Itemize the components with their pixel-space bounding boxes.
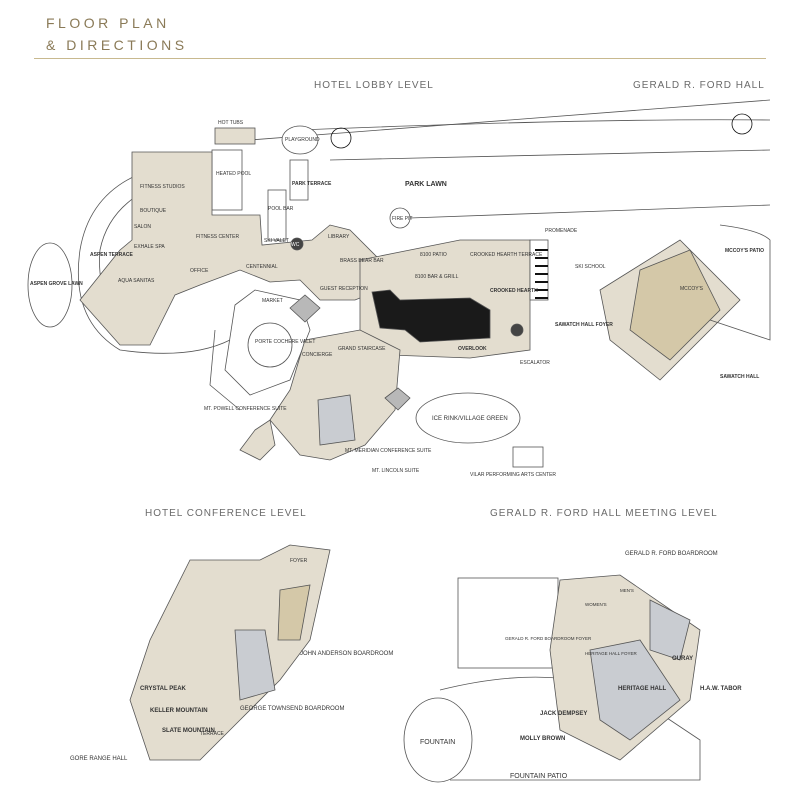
ford-meeting-level-plan (403, 574, 701, 783)
label-molly-brown: MOLLY BROWN (520, 736, 565, 742)
label-conference-foyer: FOYER (290, 558, 308, 564)
lobby-level-plan (27, 99, 771, 468)
label-guest-reception: GUEST RECEPTION (320, 286, 368, 292)
label-pool-bar: POOL BAR (268, 206, 294, 212)
label-hot-tubs: HOT TUBS (218, 120, 244, 126)
label-concierge: CONCIERGE (302, 352, 333, 358)
label-crooked-hearth: CROOKED HEARTH (490, 288, 538, 294)
label-aspen-terrace: ASPEN TERRACE (90, 252, 133, 258)
label-office: OFFICE (190, 268, 209, 274)
label-salon: SALON (134, 224, 151, 230)
label-promenade: PROMENADE (545, 228, 578, 234)
label-ice-rink: ICE RINK/VILLAGE GREEN (432, 416, 508, 422)
label-slate-mountain: SLATE MOUNTAIN (162, 728, 215, 734)
label-sawatch-hall: SAWATCH HALL (720, 374, 759, 380)
label-mccoys-patio: MCCOY'S PATIO (725, 248, 764, 254)
label-fitness-center: FITNESS CENTER (196, 234, 239, 240)
label-escalator: ESCALATOR (520, 360, 550, 366)
label-heritage-hall: HERITAGE HALL (618, 686, 667, 692)
label-fire-pit: FIRE PIT (392, 216, 413, 222)
section-ford-hall: GERALD R. FORD HALL (633, 80, 765, 91)
label-mccoys: MCCOY'S (680, 286, 704, 292)
label-park-terrace: PARK TERRACE (292, 181, 332, 187)
label-john-anderson: JOHN ANDERSON BOARDROOM (300, 651, 393, 657)
label-8100-bar-grill: 8100 BAR & GRILL (415, 274, 459, 280)
ford-meeting-level-labels: GERALD R. FORD BOARDROOM GERALD R. FORD … (420, 551, 742, 780)
section-ford-meeting-level: GERALD R. FORD HALL MEETING LEVEL (490, 508, 718, 519)
label-heritage-hall-foyer: HERITAGE HALL FOYER (585, 651, 638, 656)
label-crooked-hearth-terrace: CROOKED HEARTH TERRACE (470, 252, 543, 258)
label-boutique: BOUTIQUE (140, 208, 167, 214)
label-mt-lincoln: MT. LINCOLN SUITE (372, 468, 420, 474)
label-aqua-sanitas: AQUA SANITAS (118, 278, 155, 284)
conference-level-labels: CRYSTAL PEAK KELLER MOUNTAIN SLATE MOUNT… (70, 558, 393, 762)
section-lobby-level: HOTEL LOBBY LEVEL (314, 80, 434, 91)
label-grand-staircase: GRAND STAIRCASE (338, 346, 386, 352)
label-mt-meridian: MT. MERIDIAN CONFERENCE SUITE (345, 448, 432, 454)
label-womens: WOMEN'S (585, 602, 607, 607)
label-george-townsend: GEORGE TOWNSEND BOARDROOM (240, 706, 344, 712)
label-exhale-spa: EXHALE SPA (134, 244, 165, 250)
label-haw-tabor: H.A.W. TABOR (700, 686, 742, 692)
label-playground: PLAYGROUND (285, 137, 320, 143)
label-library: LIBRARY (328, 234, 350, 240)
title-line-2: & DIRECTIONS (46, 37, 188, 53)
label-mt-powell: MT. POWELL CONFERENCE SUITE (204, 406, 287, 412)
label-crystal-peak: CRYSTAL PEAK (140, 686, 187, 692)
conference-level-plan (129, 544, 331, 761)
label-8100-patio: 8100 PATIO (420, 252, 447, 258)
label-porte-cochere-valet: PORTE COCHERE VALET (255, 339, 315, 345)
label-fountain: FOUNTAIN (420, 739, 455, 746)
label-ouray: OURAY (672, 656, 693, 662)
label-aspen-grove-lawn: ASPEN GROVE LAWN (30, 281, 83, 287)
label-sawatch-hall-foyer: SAWATCH HALL FOYER (555, 322, 613, 328)
label-vilar-center: VILAR PERFORMING ARTS CENTER (470, 472, 556, 478)
label-centennial: CENTENNIAL (246, 264, 278, 270)
lobby-level-labels: HOT TUBS PLAYGROUND HEATED POOL FITNESS … (30, 120, 764, 478)
label-ski-school: SKI SCHOOL (575, 264, 606, 270)
page-title: FLOOR PLAN & DIRECTIONS (46, 12, 188, 56)
label-jack-dempsey: JACK DEMPSEY (540, 711, 587, 717)
label-mens: MEN'S (620, 588, 634, 593)
label-overlook: OVERLOOK (458, 346, 487, 352)
label-fountain-patio: FOUNTAIN PATIO (510, 773, 568, 780)
label-ford-boardroom-foyer: GERALD R. FORD BOARDROOM FOYER (505, 636, 592, 641)
label-ford-boardroom: GERALD R. FORD BOARDROOM (625, 551, 718, 557)
label-keller-mountain: KELLER MOUNTAIN (150, 708, 208, 714)
section-conference-level: HOTEL CONFERENCE LEVEL (145, 508, 307, 519)
label-heated-pool: HEATED POOL (216, 171, 251, 177)
label-gore-range-hall: GORE RANGE HALL (70, 756, 128, 762)
label-ski-valet: SKI VALET (264, 238, 289, 244)
label-conference-terrace: TERRACE (200, 731, 225, 737)
label-park-lawn: PARK LAWN (405, 181, 447, 188)
label-brass-bear-bar: BRASS BEAR BAR (340, 258, 384, 264)
label-market: MARKET (262, 298, 283, 304)
title-line-1: FLOOR PLAN (46, 15, 170, 31)
label-fitness-studios: FITNESS STUDIOS (140, 184, 185, 190)
label-wc: WC (291, 242, 300, 248)
title-divider (34, 58, 766, 59)
